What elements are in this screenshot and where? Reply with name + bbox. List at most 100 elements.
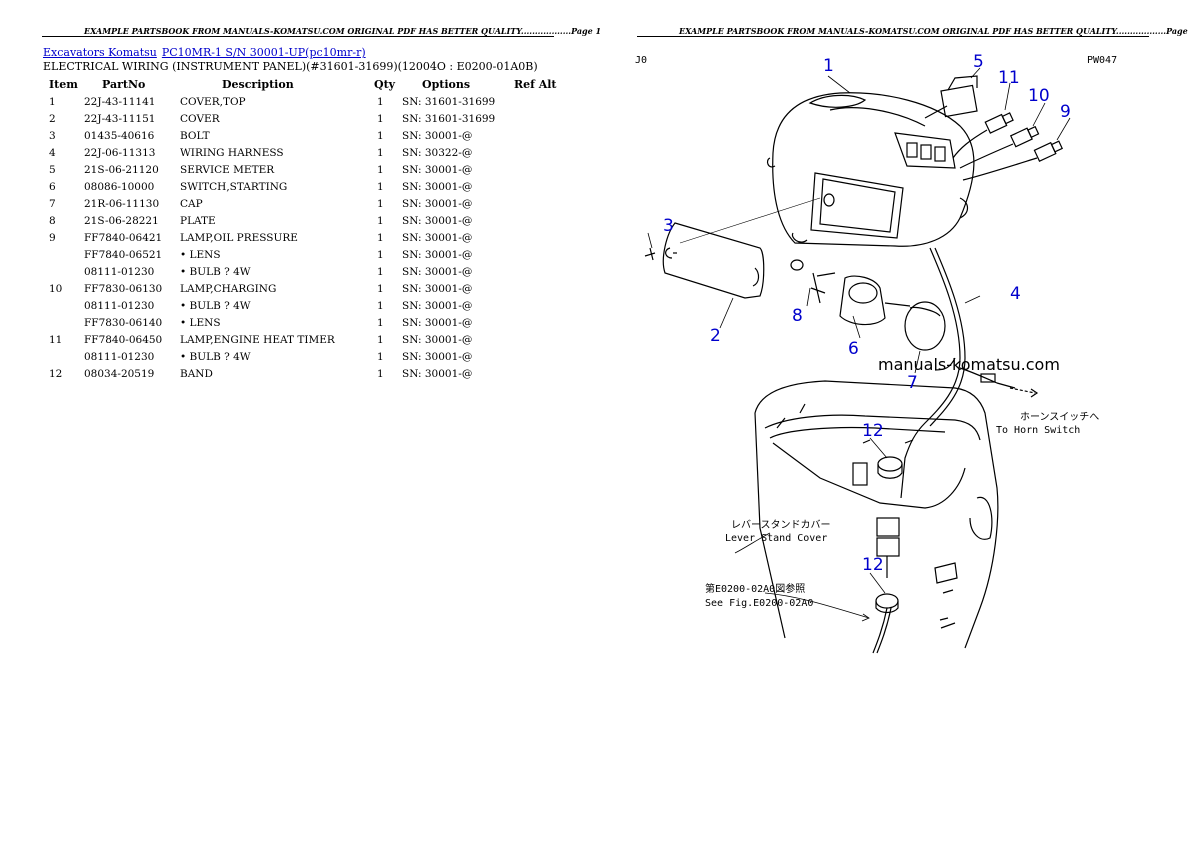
top-cover-drawing [766, 92, 975, 247]
callout-10: 10 [1028, 86, 1050, 106]
cell-item: 8 [49, 214, 56, 227]
cell-description: SERVICE METER [180, 163, 275, 176]
bands-and-connectors-drawing [872, 456, 903, 654]
cell-options: SN: 30001-@ [402, 299, 473, 312]
breadcrumb: Excavators Komatsu PC10MR-1 S/N 30001-UP(… [43, 46, 366, 59]
cell-options: SN: 30001-@ [402, 163, 473, 176]
section-title: ELECTRICAL WIRING (INSTRUMENT PANEL)(#31… [43, 60, 538, 73]
cell-description: • BULB ? 4W [180, 265, 251, 278]
cell-item: 10 [49, 282, 63, 295]
cell-item: 12 [49, 367, 63, 380]
cell-qty: 1 [377, 163, 384, 176]
cell-item: 6 [49, 180, 56, 193]
cell-options: SN: 30001-@ [402, 197, 473, 210]
cell-partno: 21S-06-21120 [84, 163, 159, 176]
cell-description: LAMP,CHARGING [180, 282, 277, 295]
cell-options: SN: 30001-@ [402, 333, 473, 346]
cell-description: PLATE [180, 214, 216, 227]
cell-partno: 08086-10000 [84, 180, 155, 193]
cell-options: SN: 31601-31699 [402, 95, 496, 108]
cell-description: • LENS [180, 248, 221, 261]
cell-qty: 1 [377, 180, 384, 193]
cell-qty: 1 [377, 316, 384, 329]
parts-table: Item PartNo Description Qty Options Ref … [43, 75, 564, 382]
cover-and-bolt-drawing [644, 197, 821, 299]
cell-item [43, 297, 84, 314]
lever-stand-cover-drawing [754, 380, 999, 649]
cell-description: CAP [180, 197, 203, 210]
cell-options: SN: 30001-@ [402, 231, 473, 244]
cell-qty: 1 [377, 231, 384, 244]
cell-item: 2 [49, 112, 56, 125]
cell-item: 9 [49, 231, 56, 244]
cell-partno: 22J-06-11313 [84, 146, 156, 159]
cell-partno: FF7840-06421 [84, 231, 163, 244]
cell-options: SN: 30001-@ [402, 367, 473, 380]
col-header-partno: PartNo [102, 77, 146, 91]
callout-9: 9 [1060, 102, 1071, 122]
cell-options: SN: 30001-@ [402, 129, 473, 142]
cell-partno: 21R-06-11130 [84, 197, 160, 210]
cell-partno: 01435-40616 [84, 129, 155, 142]
page-1: EXAMPLE PARTSBOOK FROM MANUALS-KOMATSU.C… [42, 26, 601, 382]
cell-refalt [514, 314, 564, 331]
cell-refalt [514, 280, 564, 297]
switch-plate-cap-drawing [790, 259, 946, 351]
cell-refalt [514, 297, 564, 314]
cell-partno: FF7840-06521 [84, 248, 163, 261]
breadcrumb-link-category[interactable]: Excavators Komatsu [43, 46, 157, 59]
wiring-harness-drawing [900, 247, 1039, 499]
watermark-text: manuals-komatsu.com [878, 355, 1060, 374]
col-header-qty: Qty [374, 77, 396, 91]
cell-partno: 08111-01230 [84, 299, 155, 312]
table-header-row: Item PartNo Description Qty Options Ref … [43, 75, 564, 93]
cell-refalt [514, 229, 564, 246]
lever-stand-cover-label-en: Lever Stand Cover [725, 533, 827, 544]
header-rule [42, 36, 554, 37]
exploded-parts-diagram: J0 PW047 [635, 52, 1117, 654]
cell-refalt [514, 348, 564, 365]
cell-partno: 21S-06-28221 [84, 214, 159, 227]
breadcrumb-link-model[interactable]: PC10MR-1 S/N 30001-UP(pc10mr-r) [161, 46, 366, 59]
col-header-options: Options [422, 77, 471, 91]
cell-qty: 1 [377, 248, 384, 261]
cell-item [43, 314, 84, 331]
page-header: EXAMPLE PARTSBOOK FROM MANUALS-KOMATSU.C… [84, 26, 602, 36]
cell-refalt [514, 365, 564, 382]
horn-switch-label-jp: ホーンスイッチへ [1020, 411, 1099, 423]
cell-partno: 08111-01230 [84, 350, 155, 363]
callout-8: 8 [792, 306, 803, 326]
page-header: EXAMPLE PARTSBOOK FROM MANUALS-KOMATSU.C… [679, 26, 1190, 36]
cell-refalt [514, 212, 564, 229]
callout-12-upper: 12 [862, 421, 884, 441]
cell-description: LAMP,OIL PRESSURE [180, 231, 298, 244]
callout-4: 4 [1010, 284, 1021, 304]
cell-refalt [514, 246, 564, 263]
cell-refalt [514, 331, 564, 348]
cell-description: BOLT [180, 129, 210, 142]
cell-partno: 08111-01230 [84, 265, 155, 278]
cell-qty: 1 [377, 197, 384, 210]
cell-refalt [514, 110, 564, 127]
cell-qty: 1 [377, 214, 384, 227]
callout-1: 1 [823, 56, 834, 76]
cell-options: SN: 31601-31699 [402, 112, 496, 125]
cell-description: COVER,TOP [180, 95, 246, 108]
cell-qty: 1 [377, 333, 384, 346]
cell-partno: 22J-43-11151 [84, 112, 156, 125]
callout-11: 11 [998, 68, 1020, 88]
callout-12-lower: 12 [862, 555, 884, 575]
annotation-leaders [647, 67, 1071, 622]
col-header-refalt: Ref Alt [514, 77, 557, 91]
cell-description: • BULB ? 4W [180, 299, 251, 312]
